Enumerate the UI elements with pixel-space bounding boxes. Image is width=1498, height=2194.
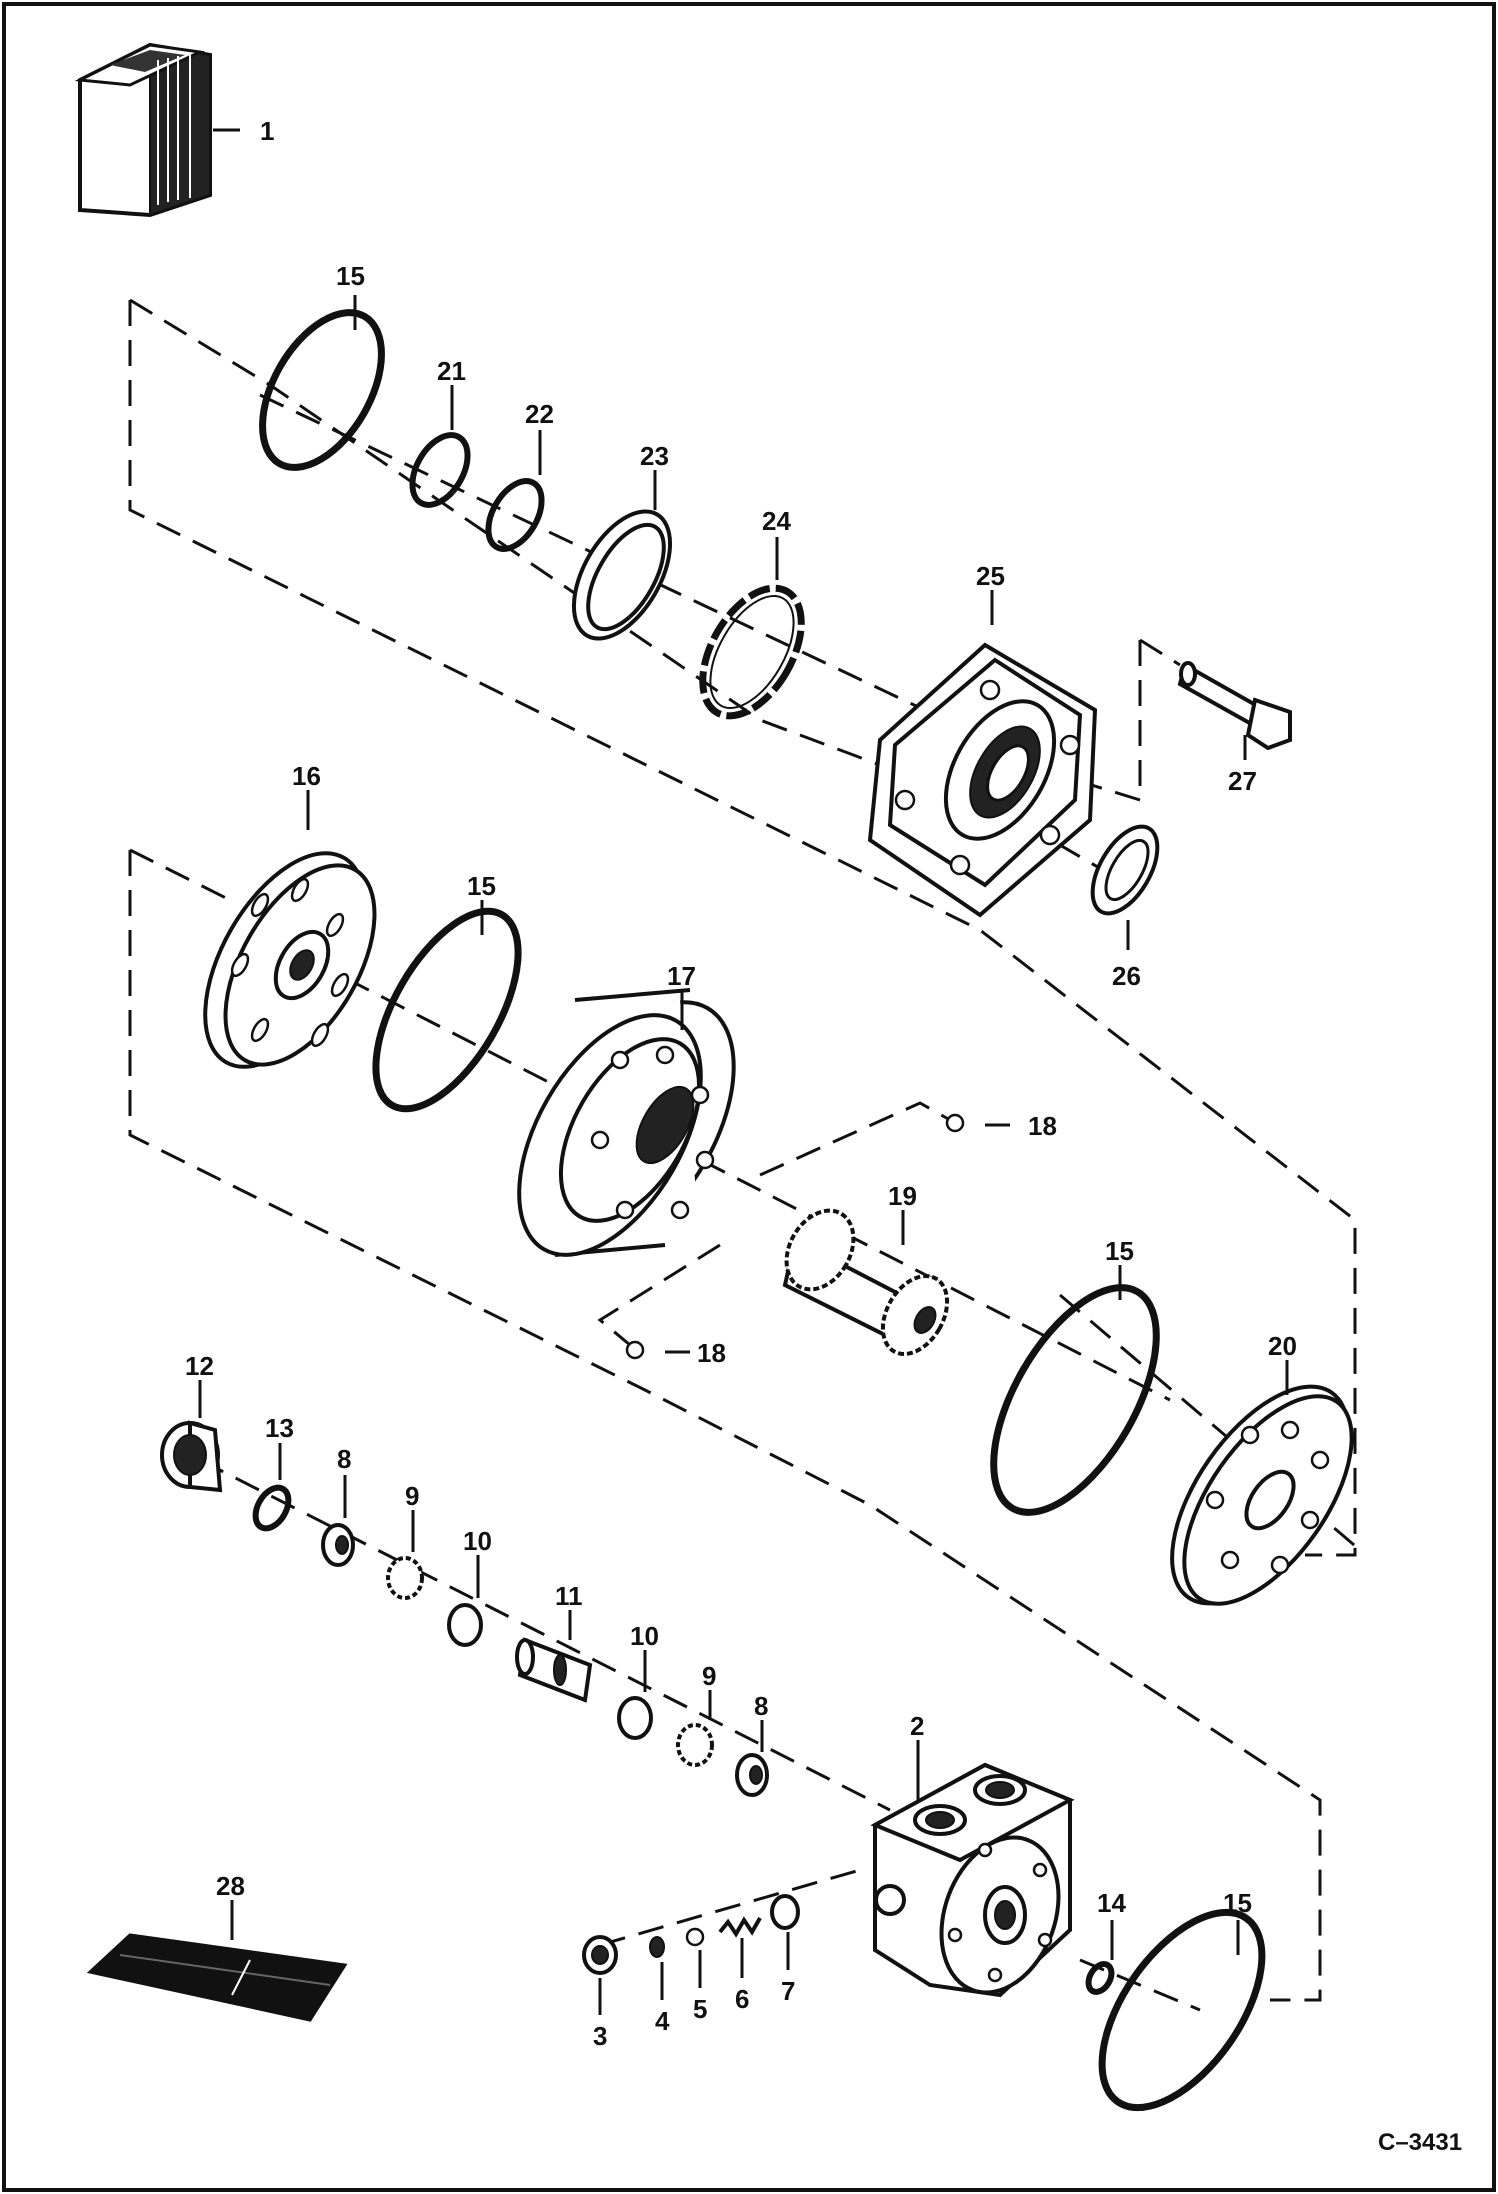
spring-part-9-left [386,1556,424,1600]
poppet-part-10-right [617,1696,653,1740]
callout-10-right: 10 [630,1621,659,1651]
callout-15-lower: 15 [1105,1236,1134,1266]
bolt-part-27 [1177,661,1292,751]
callout-19: 19 [888,1181,917,1211]
seat-part-8-right [735,1753,769,1797]
callout-9-left: 9 [405,1481,419,1511]
callout-8-right: 8 [754,1691,768,1721]
ball-part-5 [685,1927,705,1947]
callout-20: 20 [1268,1331,1297,1361]
spring-part-6 [718,1916,762,1938]
callout-14: 14 [1097,1888,1126,1918]
decal-part-28 [86,1933,348,2022]
spring-part-24 [699,584,805,720]
callout-12: 12 [185,1351,214,1381]
callout-26: 26 [1112,961,1141,991]
callout-10-left: 10 [463,1526,492,1556]
o-ring-part-4 [649,1936,665,1958]
gerotor-part-17 [517,988,736,1257]
callout-labels: 1 15 21 22 23 24 25 27 26 16 15 17 18 18… [185,116,1462,2156]
seat-part-8-left [321,1523,355,1567]
callout-15-bottom: 15 [1223,1888,1252,1918]
callout-11: 11 [555,1581,583,1611]
o-ring-part-15-lower [990,1284,1160,1516]
callout-22: 22 [525,399,554,429]
callout-15-middle: 15 [467,871,496,901]
callout-25: 25 [976,561,1005,591]
o-ring-part-14 [1085,1961,1115,1995]
seal-kit-box-part-1 [74,42,212,218]
seal-part-26 [1090,824,1160,916]
callout-17: 17 [667,961,696,991]
valve-plate-part-20 [1170,1384,1354,1606]
callout-18-lower: 18 [697,1338,726,1368]
callout-9-right: 9 [702,1661,716,1691]
retainer-part-7 [770,1894,800,1930]
callout-2: 2 [910,1711,924,1741]
ball-part-18-lower [625,1340,645,1360]
callout-15-top: 15 [336,261,365,291]
valve-housing-part-2 [870,1762,1075,1998]
callout-16: 16 [292,761,321,791]
callout-24: 24 [762,506,791,536]
spool-part-11 [515,1637,593,1703]
callout-27: 27 [1228,766,1257,796]
callout-8-left: 8 [337,1444,351,1474]
callout-4: 4 [655,2006,670,2036]
assembly-centerlines [128,298,1361,2012]
spring-part-9-right [676,1723,714,1767]
leader-lines [198,128,1289,2015]
callout-6: 6 [735,1984,749,2014]
seal-part-21 [409,432,471,508]
callout-7: 7 [781,1976,795,2006]
callout-5: 5 [693,1994,707,2024]
o-ring-part-13 [252,1484,292,1532]
drive-shaft-part-19 [782,1208,950,1356]
bearing-part-23 [571,509,673,641]
seal-part-22 [485,478,545,552]
poppet-part-10-left [447,1603,483,1647]
mounting-flange-part-25 [867,642,1098,918]
callout-13: 13 [265,1413,294,1443]
plug-part-3 [582,1935,618,1975]
ball-part-18-upper [945,1113,965,1133]
callout-1: 1 [260,116,274,146]
end-cap-part-16 [203,851,377,1069]
figure-id: C–3431 [1378,2129,1462,2156]
callout-23: 23 [640,441,669,471]
callout-3: 3 [593,2021,607,2051]
callout-28: 28 [216,1871,245,1901]
o-ring-part-15-bottom [1098,1908,1266,2112]
callout-21: 21 [437,356,466,386]
o-ring-part-15-top [259,309,385,471]
callout-18-upper: 18 [1028,1111,1057,1141]
o-ring-part-15-middle [372,907,522,1113]
plug-part-12 [160,1420,223,1493]
